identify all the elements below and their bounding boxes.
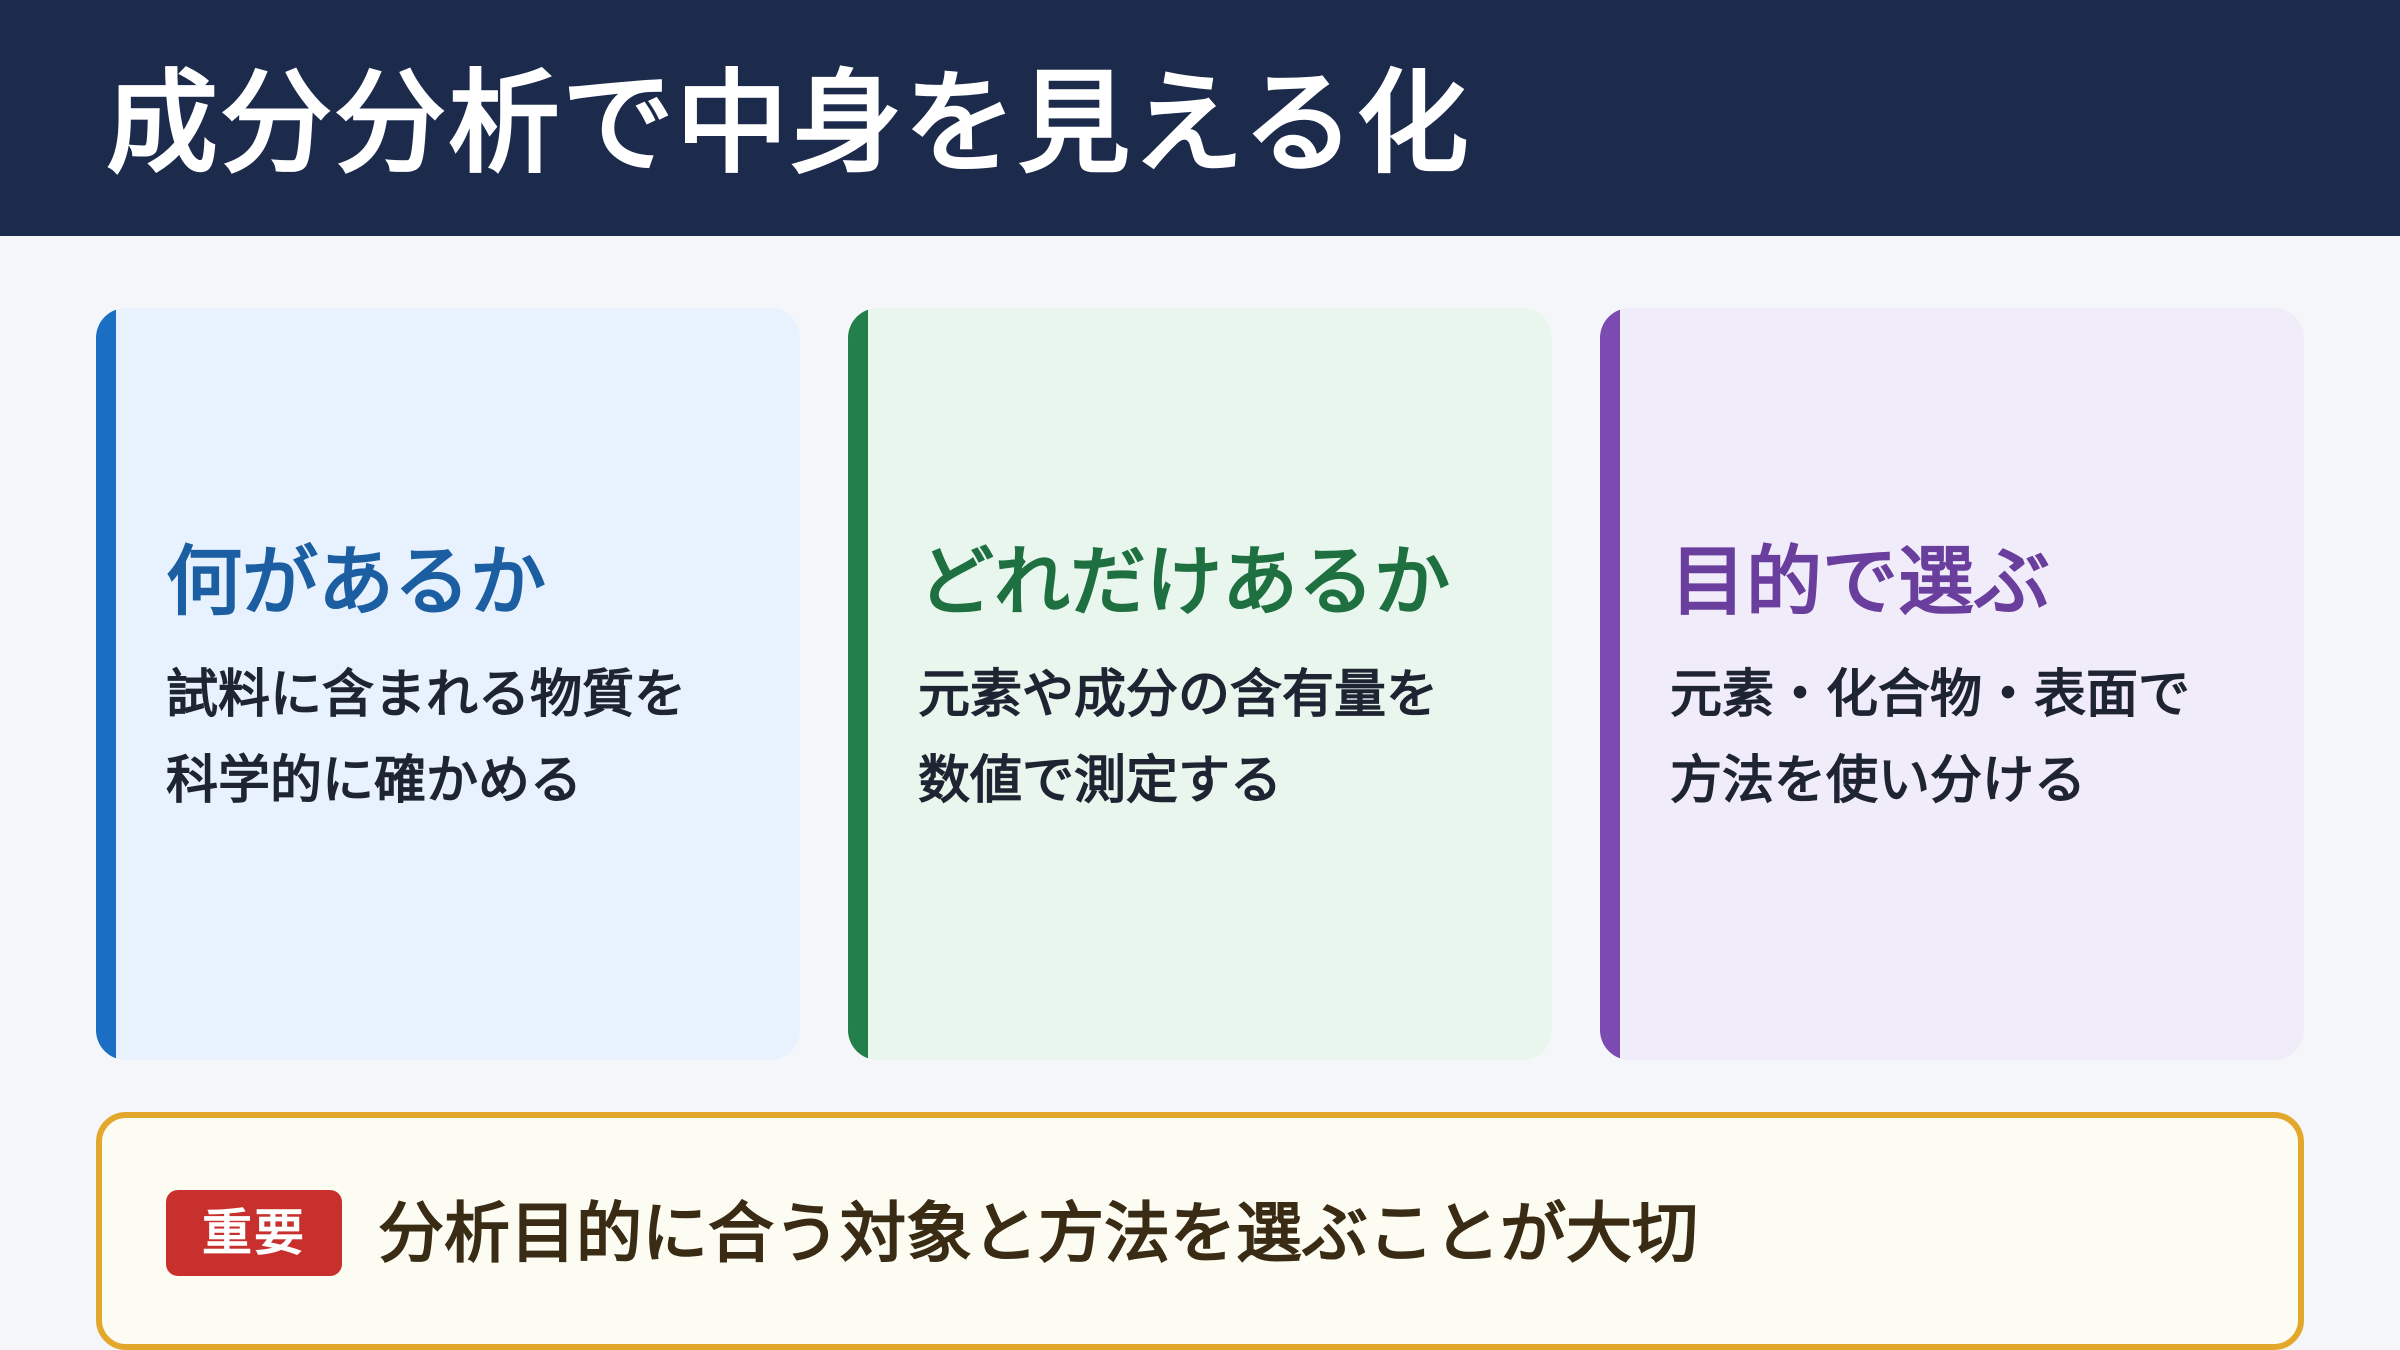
- card-description: 試料に含まれる物質を 科学的に確かめる: [166, 652, 770, 824]
- card-description-line: 試料に含まれる物質を: [166, 665, 687, 725]
- card-content: 何があるか 試料に含まれる物質を 科学的に確かめる: [166, 532, 770, 824]
- callout-text: 分析目的に合う対象と方法を選ぶことが大切: [378, 1195, 1698, 1272]
- card-title: 何があるか: [166, 537, 546, 626]
- card-title: 目的で選ぶ: [1670, 537, 2050, 626]
- card-description-line: 元素・化合物・表面で: [1670, 665, 2191, 725]
- card-description-line: 科学的に確かめる: [166, 751, 583, 811]
- page-title: 成分分析で中身を見える化: [106, 59, 1471, 189]
- important-callout: 重要 分析目的に合う対象と方法を選ぶことが大切: [96, 1112, 2304, 1350]
- card-description-line: 元素や成分の含有量を: [918, 665, 1439, 725]
- card-content: どれだけあるか 元素や成分の含有量を 数値で測定する: [918, 532, 1522, 824]
- card-description: 元素・化合物・表面で 方法を使い分ける: [1670, 652, 2274, 824]
- card-what: 何があるか 試料に含まれる物質を 科学的に確かめる: [96, 308, 800, 1060]
- header-bar: 成分分析で中身を見える化: [0, 0, 2400, 236]
- card-choose-by-purpose: 目的で選ぶ 元素・化合物・表面で 方法を使い分ける: [1600, 308, 2304, 1060]
- card-description: 元素や成分の含有量を 数値で測定する: [918, 652, 1522, 824]
- card-title: どれだけあるか: [918, 537, 1450, 626]
- card-how-much: どれだけあるか 元素や成分の含有量を 数値で測定する: [848, 308, 1552, 1060]
- card-description-line: 数値で測定する: [918, 751, 1283, 811]
- important-badge: 重要: [166, 1190, 342, 1276]
- card-content: 目的で選ぶ 元素・化合物・表面で 方法を使い分ける: [1670, 532, 2274, 824]
- card-description-line: 方法を使い分ける: [1670, 751, 2087, 811]
